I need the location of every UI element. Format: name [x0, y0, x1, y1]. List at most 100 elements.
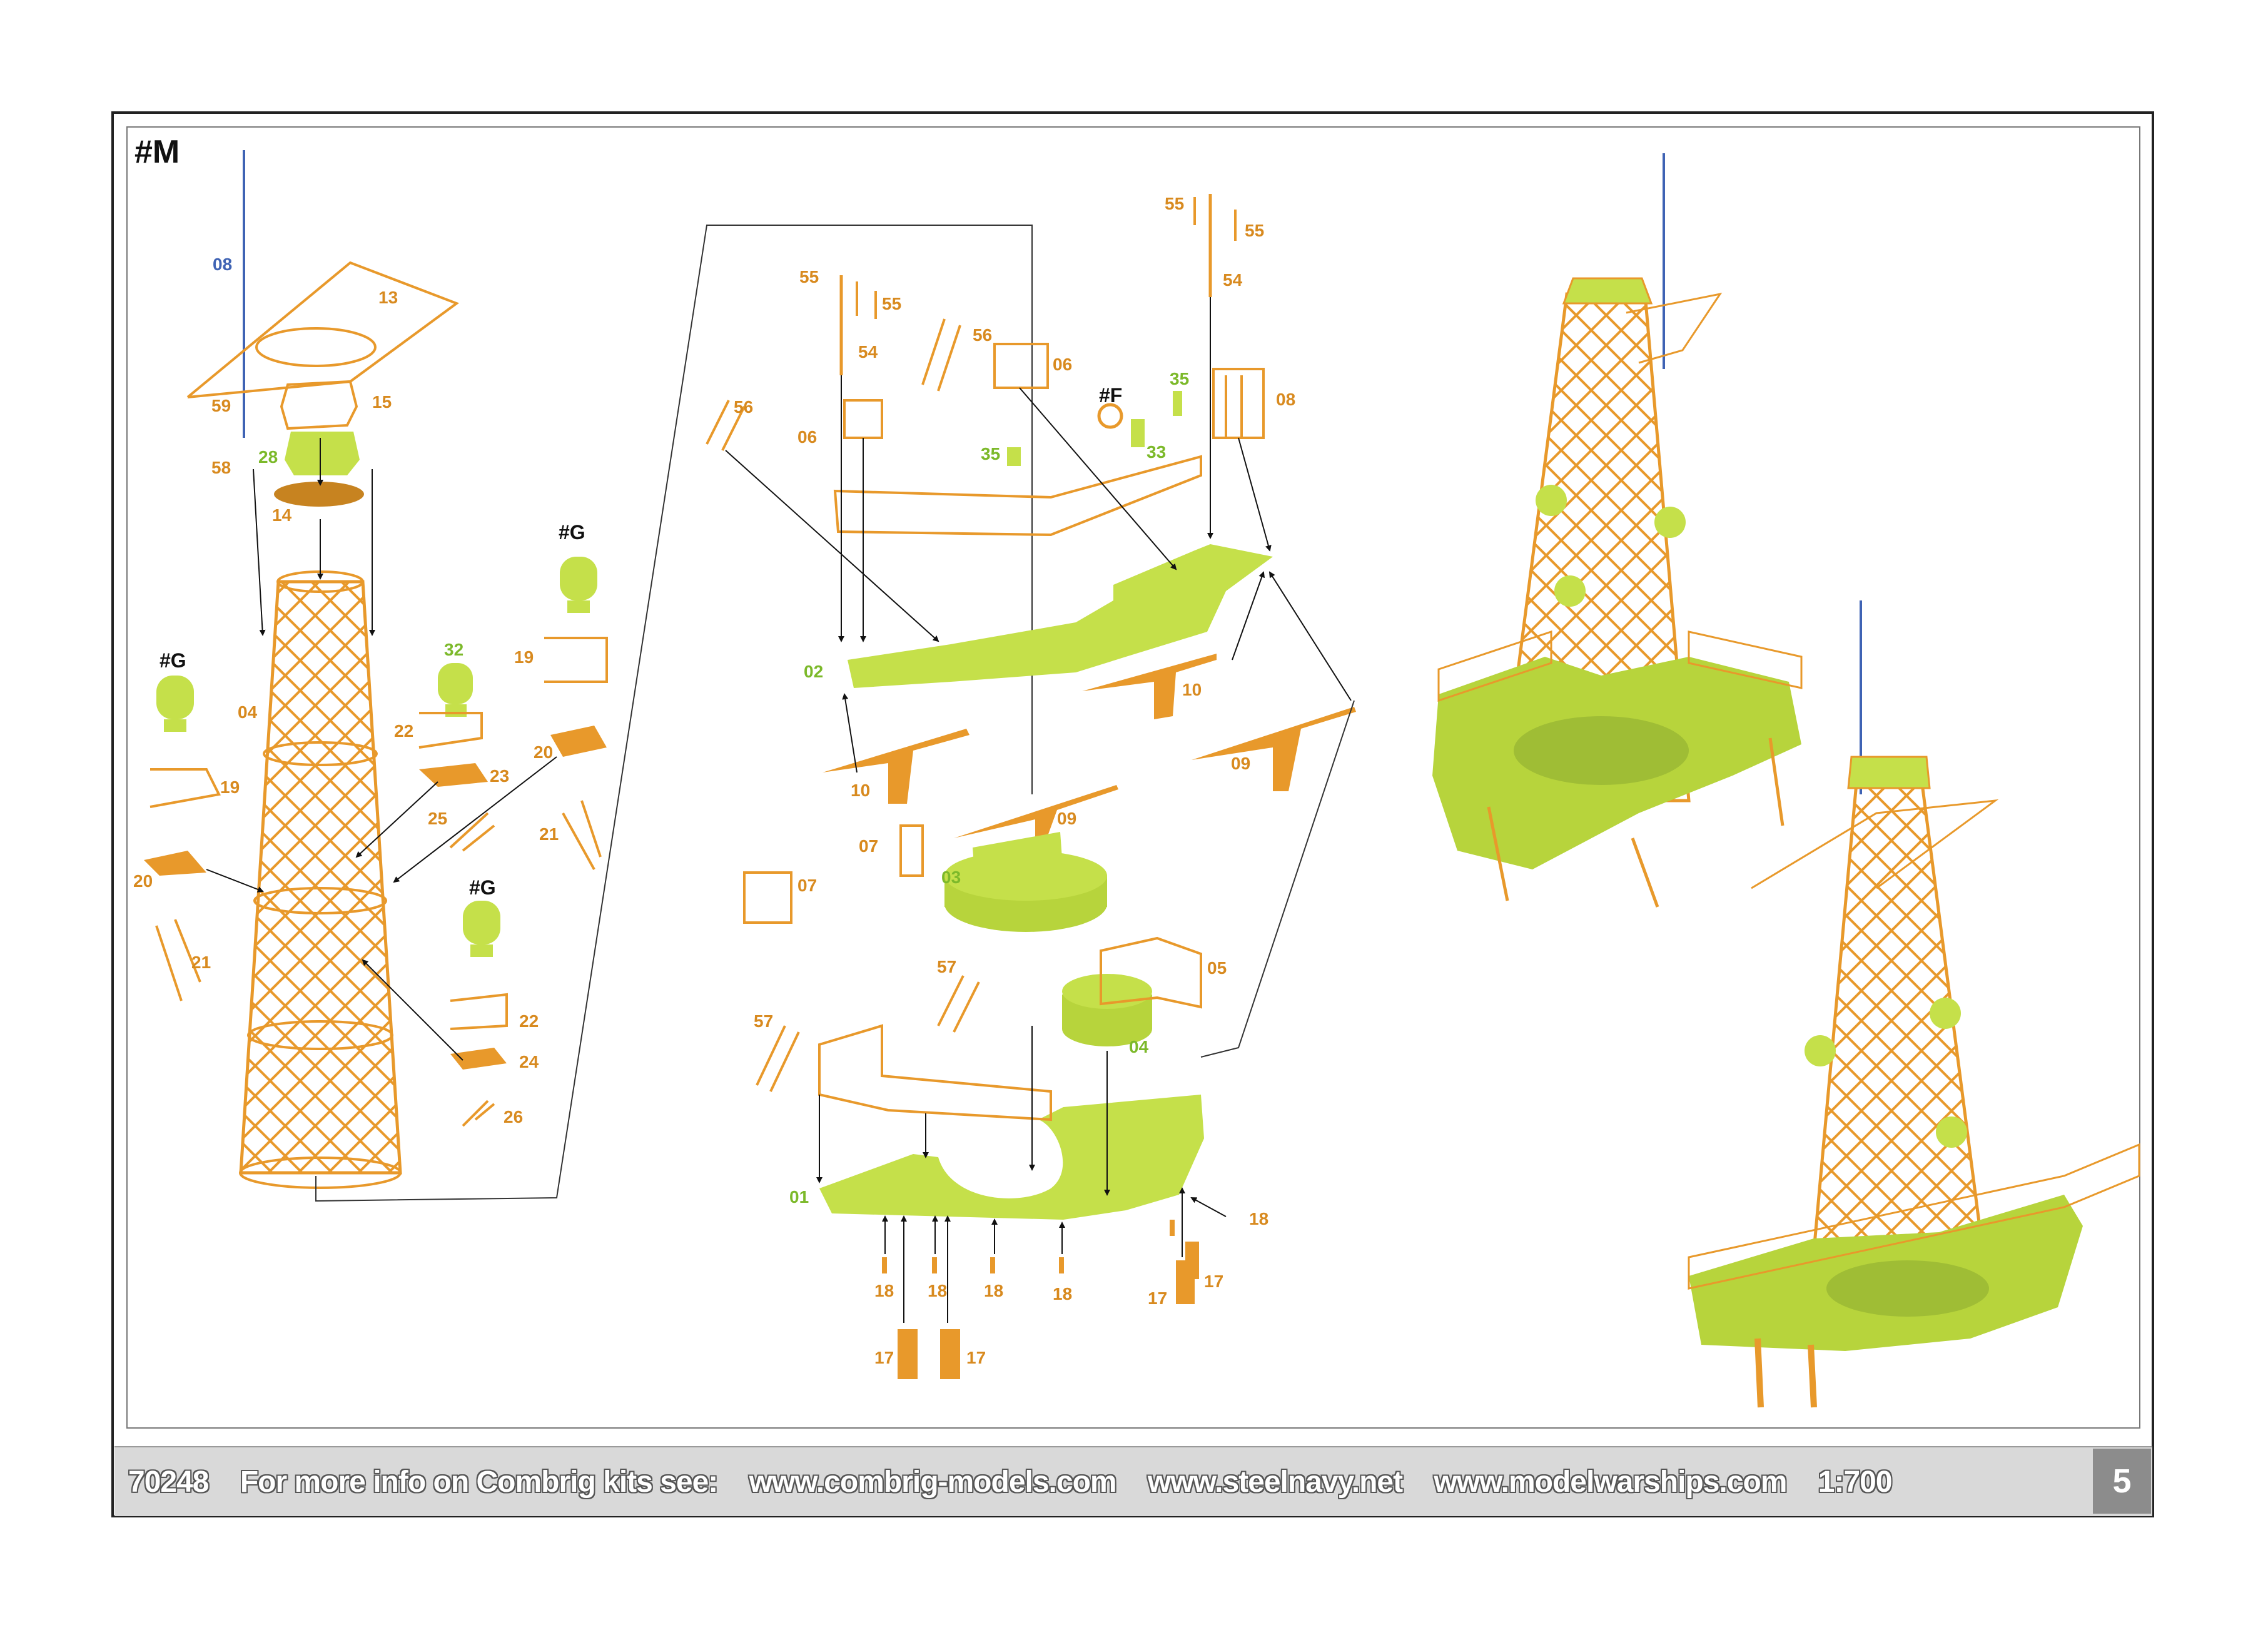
label-09b: 09 [1231, 754, 1250, 773]
arrow [1238, 437, 1272, 552]
tag-f: #F [1099, 384, 1122, 407]
label-04b: 04 [1129, 1037, 1149, 1056]
bracket-10b [1082, 654, 1217, 719]
deckhouse-03 [944, 832, 1107, 932]
website-link-steelnavy[interactable]: www.steelnavy.net [1147, 1466, 1403, 1499]
website-link-combrig[interactable]: www.combrig-models.com [749, 1466, 1117, 1499]
label-18e: 18 [1249, 1209, 1268, 1228]
yard-13 [186, 261, 460, 398]
top-railing-15 [280, 380, 358, 430]
long-railing-lower [818, 1024, 1052, 1121]
assembly-f [1007, 391, 1182, 466]
connector-line [315, 225, 1033, 1202]
section-tag: #M [134, 134, 180, 170]
label-54a: 54 [858, 342, 878, 362]
tower-ring [263, 741, 378, 766]
website-link-modelwarships[interactable]: www.modelwarships.com [1434, 1466, 1787, 1499]
bracket-10a [823, 729, 969, 804]
bracket-09b [1192, 707, 1356, 791]
label-55a: 55 [799, 267, 819, 286]
kit-number: 70248 [128, 1466, 209, 1499]
label-57b: 57 [754, 1011, 773, 1031]
label-35b: 35 [981, 444, 1000, 463]
label-06a: 06 [1053, 355, 1072, 374]
label-07a: 07 [859, 836, 878, 856]
label-19b: 19 [514, 647, 534, 667]
searchlight-32 [418, 663, 495, 852]
arrow [842, 693, 858, 773]
support-posts-17 [898, 1242, 1199, 1379]
label-17c: 17 [1148, 1288, 1167, 1308]
arrow [393, 756, 557, 883]
label-08: 08 [213, 255, 232, 274]
railing-07b [743, 871, 792, 924]
label-54b: 54 [1223, 270, 1243, 290]
top-platform-28 [285, 432, 360, 475]
label-56b: 56 [973, 325, 992, 345]
label-03: 03 [941, 868, 961, 887]
left-exploded-mast [144, 150, 1033, 1202]
platform-01 [819, 1095, 1204, 1220]
label-14: 14 [272, 505, 292, 525]
label-15: 15 [372, 392, 392, 412]
label-13: 13 [378, 288, 398, 307]
label-01: 01 [789, 1187, 809, 1207]
railing-06a [993, 343, 1049, 389]
info-text: For more info on Combrig kits see: [240, 1466, 718, 1499]
label-18d: 18 [1053, 1284, 1072, 1304]
label-05: 05 [1207, 958, 1227, 978]
label-10b: 10 [1182, 680, 1202, 699]
searchlight-top-right [544, 557, 608, 870]
tower-ring [253, 887, 387, 914]
inner-frame [126, 126, 2140, 1429]
label-22: 22 [394, 721, 413, 741]
disc-14 [274, 482, 364, 507]
label-07b: 07 [797, 876, 817, 895]
label-09a: 09 [1057, 809, 1076, 828]
label-21: 21 [191, 953, 211, 972]
bracket-09a [954, 785, 1118, 844]
label-26: 26 [504, 1107, 523, 1126]
label-18c: 18 [984, 1281, 1003, 1300]
label-35a: 35 [1170, 369, 1189, 388]
label-55b: 55 [882, 294, 901, 313]
centre-exploded-platforms [706, 194, 1356, 1379]
connector-line-right [1200, 700, 1355, 1058]
label-02: 02 [804, 662, 823, 681]
label-57a: 57 [937, 957, 956, 976]
searchlight-lower [450, 901, 508, 1127]
footer-bar [114, 1446, 2152, 1516]
label-04: 04 [238, 702, 258, 722]
label-21b: 21 [539, 824, 559, 844]
label-32: 32 [444, 640, 463, 659]
finished-render-lower [1688, 600, 2140, 1408]
arrow [1019, 387, 1177, 570]
label-24: 24 [519, 1052, 539, 1071]
railing-08 [1212, 368, 1265, 439]
railing-07a [899, 824, 924, 877]
label-25: 25 [428, 809, 447, 828]
label-10a: 10 [851, 781, 870, 800]
platform-02 [848, 544, 1273, 688]
ladder-57b [756, 1025, 800, 1092]
masthead-right [1193, 194, 1237, 297]
arrow [362, 959, 463, 1061]
arrow [1190, 1197, 1227, 1217]
masthead-left [839, 275, 877, 375]
label-22b: 22 [519, 1011, 539, 1031]
label-18a: 18 [874, 1281, 894, 1300]
arrow [355, 781, 438, 858]
railing-06b [843, 399, 883, 439]
arrow [725, 450, 939, 642]
tag-g-2: #G [559, 521, 585, 544]
label-19: 19 [220, 777, 240, 797]
outer-frame [111, 111, 2154, 1517]
arrow [1232, 571, 1265, 661]
labels: 08 13 15 59 58 28 14 04 #G 19 20 21 32 2… [133, 194, 1295, 1367]
yard-ring [255, 327, 377, 367]
deckhouse-04 [1062, 974, 1152, 1046]
arrow [206, 869, 264, 893]
ladder-56b [921, 318, 961, 392]
label-59: 59 [211, 396, 231, 415]
